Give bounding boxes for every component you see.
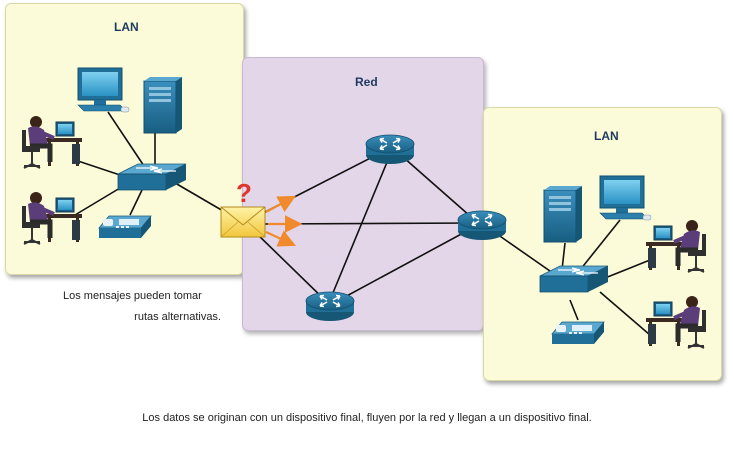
alternate-routes-note-line1: Los mensajes pueden tomar bbox=[63, 290, 202, 302]
server-icon bbox=[143, 76, 183, 134]
network-panel bbox=[242, 57, 484, 331]
switch-icon bbox=[539, 265, 609, 293]
ip-phone-icon bbox=[551, 321, 605, 345]
router-icon bbox=[305, 291, 355, 322]
router-icon bbox=[365, 134, 415, 165]
network-title: Red bbox=[355, 75, 378, 89]
user-workstation-icon bbox=[646, 220, 706, 272]
footer-caption: Los datos se originan con un dispositivo… bbox=[142, 412, 592, 424]
computer-icon bbox=[599, 175, 652, 221]
alternate-routes-note-line2: rutas alternativas. bbox=[134, 311, 221, 323]
user-workstation-icon bbox=[22, 116, 82, 168]
ip-phone-icon bbox=[98, 215, 152, 239]
lan-left-title: LAN bbox=[114, 20, 139, 34]
server-icon bbox=[543, 185, 583, 243]
user-workstation-icon bbox=[646, 296, 706, 348]
envelope-icon bbox=[220, 206, 266, 238]
question-mark-icon: ? bbox=[236, 178, 252, 208]
user-workstation-icon bbox=[22, 192, 82, 244]
switch-icon bbox=[117, 163, 187, 191]
lan-right-title: LAN bbox=[594, 129, 619, 143]
computer-icon bbox=[77, 67, 130, 113]
alternate-routes-note: Los mensajes pueden tomar rutas alternat… bbox=[63, 286, 233, 328]
router-icon bbox=[457, 210, 507, 241]
alternate-route-arrows bbox=[265, 195, 303, 247]
